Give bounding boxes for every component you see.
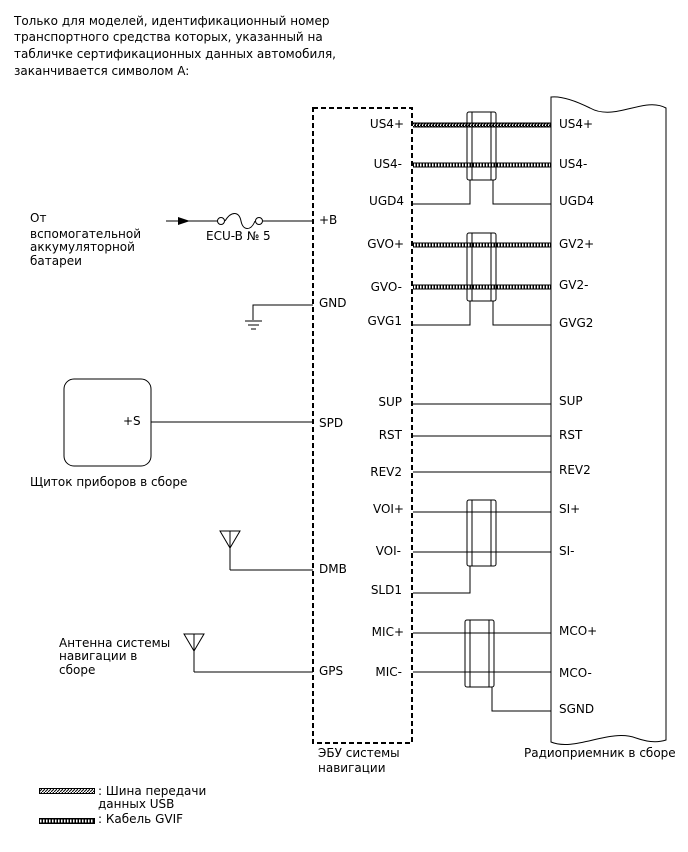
radio-pin-sip: SI+ xyxy=(559,502,580,516)
radio-pin-gv2p: GV2+ xyxy=(559,237,594,251)
ecu-pin-gvom: GVO- xyxy=(371,280,402,294)
ecu-pin-b: +B xyxy=(319,213,337,227)
fuse-icon xyxy=(224,213,256,229)
ecu-pin-sld1: SLD1 xyxy=(371,583,402,597)
ecu-pin-rst: RST xyxy=(379,428,403,442)
ecu-pin-gps: GPS xyxy=(319,664,343,678)
fuse-terminal-right xyxy=(255,217,263,225)
ecu-caption-line-1: ЭБУ системы xyxy=(318,746,400,760)
ground-icon xyxy=(245,320,262,330)
radio-receiver-outline xyxy=(550,96,667,745)
battery-arrow-icon xyxy=(178,217,190,225)
ecu-pin-gvg1: GVG1 xyxy=(368,314,402,328)
ecu-pin-spd: SPD xyxy=(319,416,343,430)
ugd4-radio-drain-wire xyxy=(492,180,551,205)
ecu-pin-micp: MIC+ xyxy=(372,625,404,639)
gvg1-drain-wire xyxy=(413,301,471,326)
shield-usb xyxy=(466,111,497,181)
gps-antenna-label-line-2: навигации в xyxy=(59,649,137,663)
ecu-pin-gvop: GVO+ xyxy=(367,237,404,251)
ecu-pin-gnd: GND xyxy=(319,296,347,310)
gps-antenna-label-line-1: Антенна системы xyxy=(59,636,170,650)
radio-pin-us4p: US4+ xyxy=(559,117,593,131)
header-note-line-2: транспортного средства которых, указанны… xyxy=(14,30,323,44)
radio-pin-mcop: MCO+ xyxy=(559,624,597,638)
legend-usb-line-2: данных USB xyxy=(98,797,174,811)
meter-caption: Щиток приборов в сборе xyxy=(30,475,187,489)
legend-usb-line-1: : Шина передачи xyxy=(98,784,206,798)
ecu-pin-dmb: DMB xyxy=(319,562,347,576)
header-note-line-3: табличке сертификационных данных автомоб… xyxy=(14,47,336,61)
radio-pin-gvg2: GVG2 xyxy=(559,316,593,330)
ecu-box xyxy=(312,107,413,744)
gvg2-drain-wire xyxy=(492,301,551,326)
meter-pin: +S xyxy=(123,414,141,428)
ecu-pin-sup: SUP xyxy=(378,395,402,409)
ecu-pin-us4m: US4- xyxy=(374,157,402,171)
ecu-pin-micm: MIC- xyxy=(375,665,402,679)
gps-antenna-label-line-3: сборе xyxy=(59,663,95,677)
legend-usb-swatch xyxy=(39,788,95,794)
radio-pin-sgnd: SGND xyxy=(559,702,594,716)
battery-label-line-3: аккумуляторной xyxy=(30,240,135,254)
ecu-pin-ugd4: UGD4 xyxy=(369,194,404,208)
ecu-caption-line-2: навигации xyxy=(318,761,386,775)
header-note-line-1: Только для моделей, идентификационный но… xyxy=(13,14,329,28)
ecu-pin-voim: VOI- xyxy=(376,544,401,558)
legend-gvif: : Кабель GVIF xyxy=(98,812,183,826)
battery-label-line-2: вспомогательной xyxy=(30,227,141,241)
radio-pin-ugd4: UGD4 xyxy=(559,194,594,208)
fuse-terminal-left xyxy=(217,217,225,225)
battery-label-line-4: батареи xyxy=(30,254,82,268)
legend-gvif-swatch xyxy=(39,818,95,824)
radio-caption: Радиоприемник в сборе xyxy=(524,746,676,760)
battery-label-line-1: От xyxy=(30,211,46,225)
radio-pin-sim: SI- xyxy=(559,544,575,558)
ecu-pin-voip: VOI+ xyxy=(373,502,404,516)
radio-pin-us4m: US4- xyxy=(559,157,587,171)
fuse-label: ECU-B № 5 xyxy=(206,229,271,243)
radio-pin-rst: RST xyxy=(559,428,583,442)
gps-antenna-icon xyxy=(183,633,205,672)
ecu-pin-rev2: REV2 xyxy=(370,465,402,479)
radio-pin-mcom: MCO- xyxy=(559,666,592,680)
shield-mic xyxy=(464,619,495,688)
sld1-drain-wire xyxy=(413,566,471,594)
sgnd-drain-wire xyxy=(491,687,551,712)
dmb-antenna-icon xyxy=(219,530,241,570)
header-note-line-4: заканчивается символом A: xyxy=(14,64,189,78)
ecu-pin-us4p: US4+ xyxy=(370,117,404,131)
gnd-wire xyxy=(252,304,313,320)
ugd4-drain-wire xyxy=(413,180,471,205)
shield-voi xyxy=(466,499,497,567)
radio-pin-gv2m: GV2- xyxy=(559,278,588,292)
shield-gvif xyxy=(466,232,497,302)
radio-pin-sup: SUP xyxy=(559,394,583,408)
radio-pin-rev2: REV2 xyxy=(559,463,591,477)
